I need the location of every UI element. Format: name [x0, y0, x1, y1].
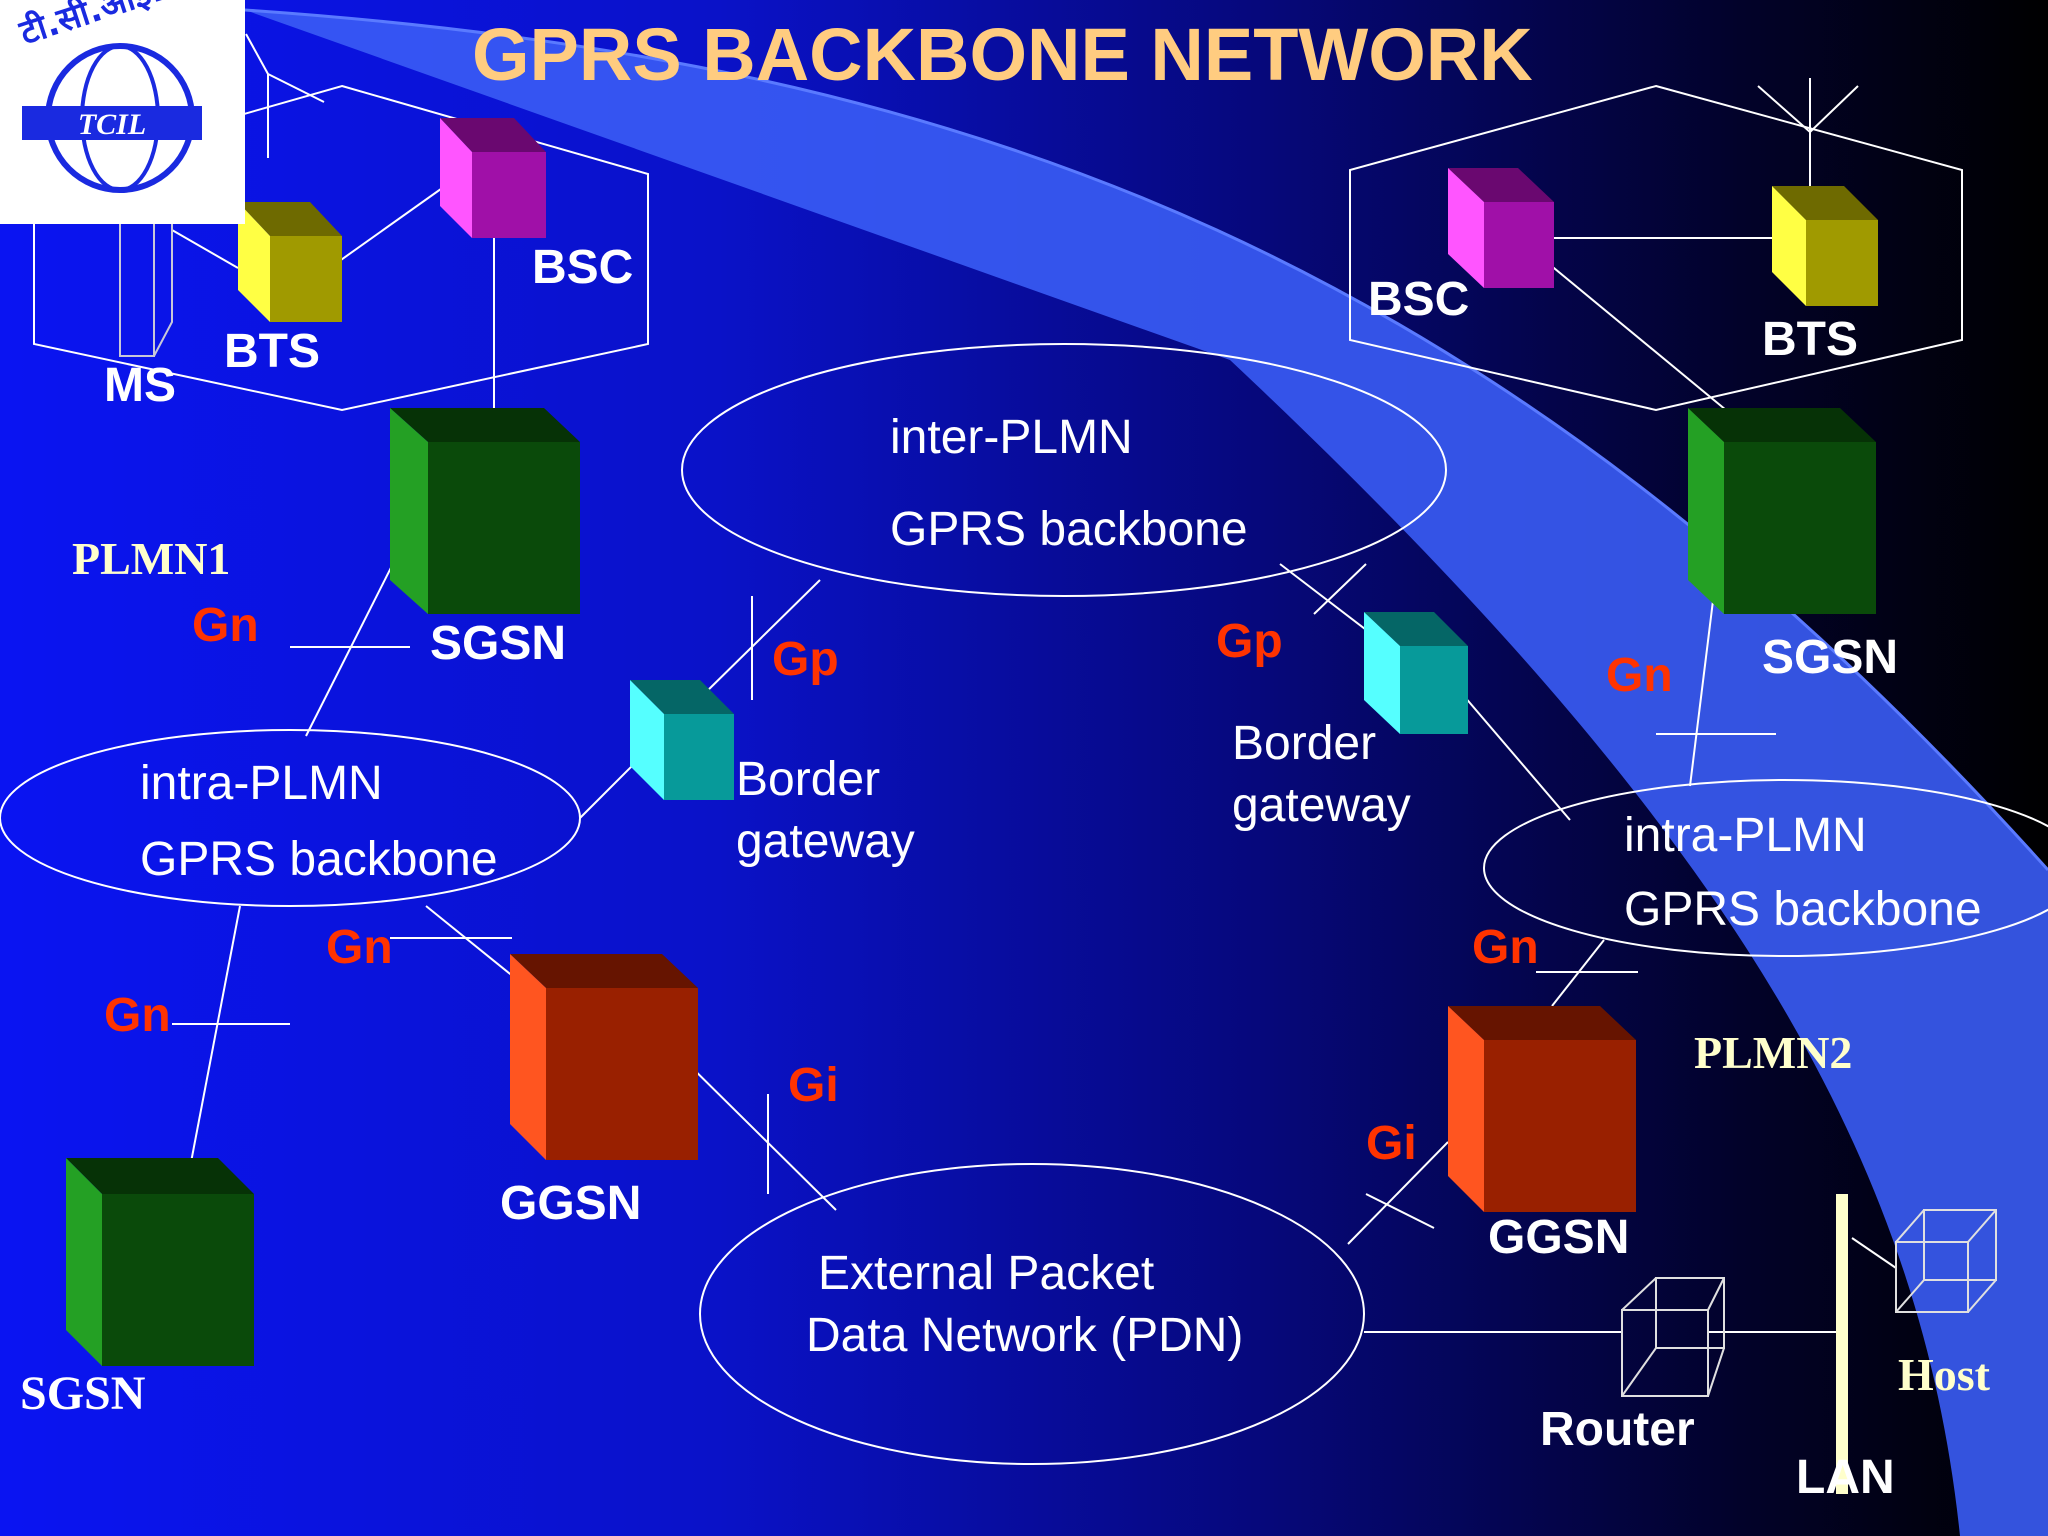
border-gateway-left-line2: gateway — [736, 815, 915, 868]
gn-label-3: Gn — [104, 989, 171, 1042]
intra-plmn-backbone-ellipse-right — [1483, 779, 2048, 957]
sgsn-cube-left-bottom — [66, 1158, 254, 1366]
plmn1-label: PLMN1 — [72, 533, 231, 584]
ggsn-cube-right — [1448, 1006, 1636, 1212]
ms-label: MS — [104, 359, 176, 412]
page-title: GPRS BACKBONE NETWORK — [472, 13, 1533, 96]
sgsn-cube-right — [1688, 408, 1876, 614]
ggsn-label-right: GGSN — [1488, 1211, 1630, 1264]
cell-hexagon-right — [1349, 84, 1963, 412]
gn-label-1: Gn — [192, 599, 259, 652]
intra-plmn-right-line2: GPRS backbone — [1624, 883, 1982, 936]
sgsn-label-right: SGSN — [1762, 631, 1899, 684]
sgsn-label-left-top: SGSN — [430, 617, 567, 670]
border-gateway-left-line1: Border — [736, 753, 881, 806]
gn-label-4: Gn — [1606, 649, 1673, 702]
lan-label: LAN — [1796, 1451, 1895, 1504]
bts-label-right: BTS — [1762, 313, 1858, 366]
ggsn-label-left: GGSN — [500, 1177, 642, 1230]
gn-label-2: Gn — [326, 921, 393, 974]
sgsn-cube-left-top — [390, 408, 580, 614]
border-gateway-right-line2: gateway — [1232, 779, 1411, 832]
bsc-cube-left — [440, 118, 546, 238]
highlight-band — [245, 10, 2048, 1536]
inter-plmn-line2: GPRS backbone — [890, 503, 1248, 556]
bts-cube-right — [1772, 186, 1878, 306]
host-icon — [1895, 1209, 1997, 1313]
bts-cube-left — [238, 202, 342, 322]
gi-label-right: Gi — [1366, 1117, 1417, 1170]
ggsn-cube-left — [510, 954, 698, 1160]
tcil-emblem-icon: TCIL — [22, 43, 202, 193]
gi-label-left: Gi — [788, 1059, 839, 1112]
lan-bar — [1836, 1194, 1848, 1494]
gp-label-left: Gp — [772, 633, 839, 686]
bsc-cube-right — [1448, 168, 1554, 288]
pdn-line1: External Packet — [818, 1247, 1155, 1300]
bsc-label-right: BSC — [1368, 273, 1470, 326]
pdn-ellipse — [699, 1163, 1365, 1465]
intra-plmn-left-line1: intra-PLMN — [140, 757, 383, 810]
pdn-line2: Data Network (PDN) — [806, 1309, 1244, 1362]
sgsn-label-left-bottom: SGSN — [20, 1367, 146, 1420]
inter-plmn-backbone-ellipse — [681, 343, 1447, 597]
router-icon — [1621, 1277, 1725, 1397]
bsc-label-left: BSC — [532, 241, 634, 294]
connection-lines — [171, 33, 1897, 1333]
plmn2-label: PLMN2 — [1694, 1027, 1853, 1078]
inter-plmn-line1: inter-PLMN — [890, 411, 1133, 464]
router-label: Router — [1540, 1403, 1695, 1456]
gp-label-right: Gp — [1216, 615, 1283, 668]
host-label: Host — [1898, 1349, 1990, 1400]
gn-label-5: Gn — [1472, 921, 1539, 974]
border-gateway-right-line1: Border — [1232, 717, 1377, 770]
border-gateway-cube-right — [1364, 612, 1468, 734]
intra-plmn-right-line1: intra-PLMN — [1624, 809, 1867, 862]
svg-text:TCIL: TCIL — [78, 108, 146, 141]
tcil-logo: TCIL टी.सी.आई.एल — [0, 0, 245, 224]
bts-label-left: BTS — [224, 325, 320, 378]
intra-plmn-left-line2: GPRS backbone — [140, 833, 498, 886]
border-gateway-cube-left — [630, 680, 734, 800]
band-arc — [244, 8, 2048, 872]
